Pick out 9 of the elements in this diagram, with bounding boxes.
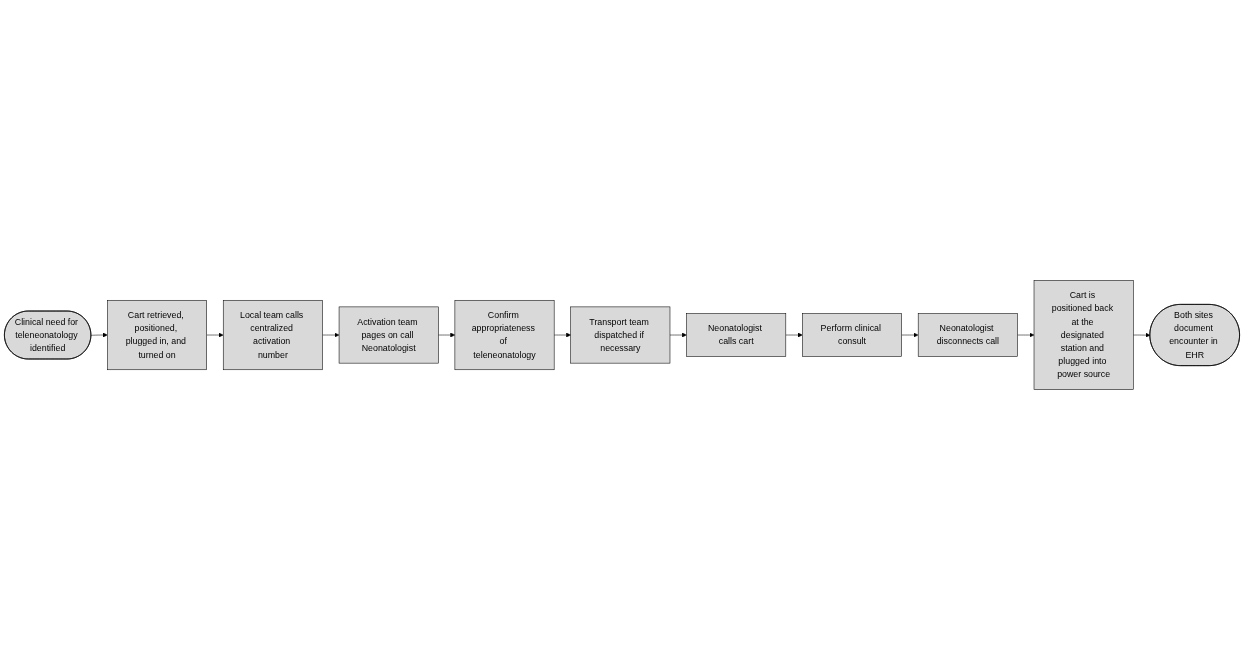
node-box: Perform clinical consult — [802, 313, 902, 358]
node-box: Transport team dispatched if necessary — [570, 307, 671, 364]
node-box: Neonatologist calls cart — [686, 313, 787, 358]
node-box: Cart retrieved, positioned, plugged in, and turned on — [107, 300, 207, 371]
node-box: Local team calls centralized activation number — [222, 300, 323, 371]
node-box: Neonatologist disconnects call — [917, 313, 1018, 358]
node-box: Cart is positioned back at the designated station and plugged into power source — [1033, 280, 1134, 391]
node-box: Activation team pages on call Neonatologist — [338, 307, 439, 364]
node-box: Confirm appropriateness of teleneonatology — [454, 300, 555, 371]
